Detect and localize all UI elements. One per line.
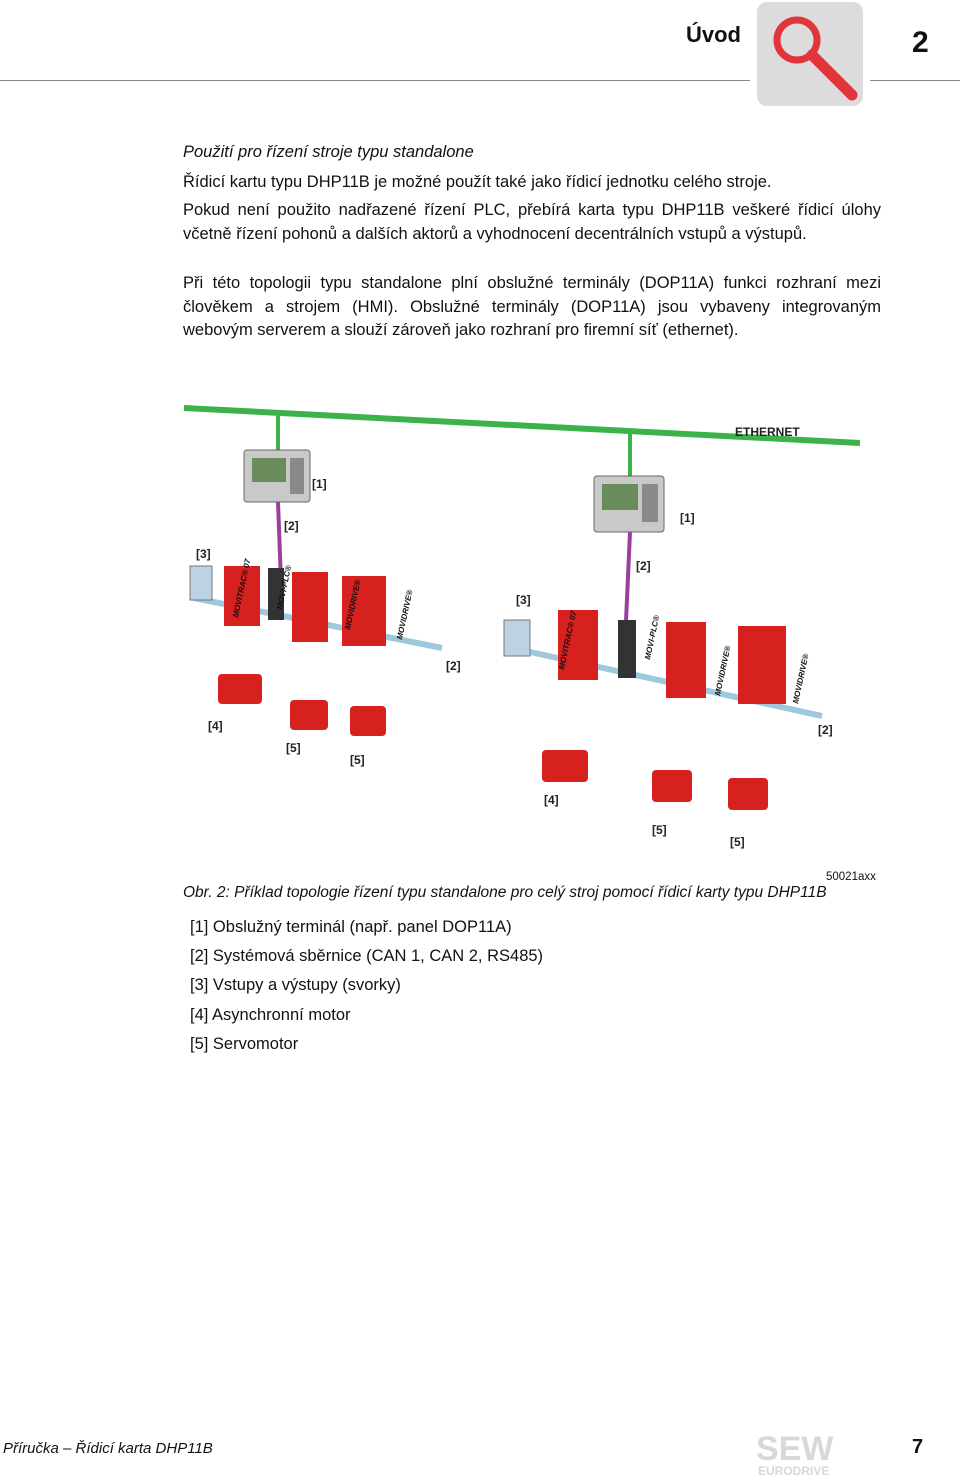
figure-id: 50021axx xyxy=(826,871,876,883)
io-terminal xyxy=(189,565,213,601)
legend-item: [5] Servomotor xyxy=(190,1035,299,1053)
svg-text:EURODRIVE: EURODRIVE xyxy=(758,1464,829,1478)
movitrac-drive xyxy=(558,610,598,680)
paragraph: Řídicí kartu typu DHP11B je možné použít… xyxy=(183,173,772,191)
servo-motor xyxy=(290,700,328,730)
io-terminal xyxy=(503,619,531,657)
callout-label: [2] xyxy=(818,723,833,737)
callout-label: [5] xyxy=(730,835,745,849)
device-label: MOVIDRIVE® xyxy=(791,653,810,705)
movitrac-drive xyxy=(224,566,260,626)
ethernet-line xyxy=(183,405,861,446)
servo-motor xyxy=(728,778,768,810)
callout-label: [1] xyxy=(680,511,695,525)
async-motor xyxy=(218,674,262,704)
callout-label: [2] xyxy=(446,659,461,673)
movidrive-unit xyxy=(342,576,386,646)
legend-item: [2] Systémová sběrnice (CAN 1, CAN 2, RS… xyxy=(190,947,544,965)
svg-text:SEW: SEW xyxy=(756,1430,834,1468)
movi-plc xyxy=(618,620,636,678)
page-number: 7 xyxy=(912,1436,924,1458)
hmi-panel xyxy=(243,449,311,503)
figure-caption: Obr. 2: Příklad topologie řízení typu st… xyxy=(183,884,827,901)
paragraph: Při této topologii typu standalone plní … xyxy=(183,274,881,339)
callout-label: [5] xyxy=(652,823,667,837)
callout-label: [4] xyxy=(544,793,559,807)
paragraph: Pokud není použito nadřazené řízení PLC,… xyxy=(183,201,881,243)
header-rule-left xyxy=(0,80,750,81)
async-motor xyxy=(542,750,588,782)
callout-label: [4] xyxy=(208,719,223,733)
device-label: MOVIDRIVE® xyxy=(713,645,732,697)
movi-plc xyxy=(268,568,284,620)
callout-label: [2] xyxy=(284,519,299,533)
callout-label: [5] xyxy=(350,753,365,767)
device-label: MOVIDRIVE® xyxy=(395,589,414,641)
header-rule-right xyxy=(870,80,960,81)
chapter-number: 2 xyxy=(912,26,929,59)
legend-item: [3] Vstupy a výstupy (svorky) xyxy=(190,976,401,994)
topology-figure: ETHERNET xyxy=(182,398,882,854)
callout-label: [3] xyxy=(196,547,211,561)
legend-item: [1] Obslužný terminál (např. panel DOP11… xyxy=(190,918,512,936)
callout-label: [3] xyxy=(516,593,531,607)
section-title: Úvod xyxy=(686,22,741,47)
servo-motor xyxy=(350,706,386,736)
device-label: MOVI-PLC® xyxy=(643,614,661,660)
movidrive-unit xyxy=(292,572,328,642)
sew-eurodrive-logo: SEW EURODRIVE xyxy=(752,1428,858,1478)
footer-text: Příručka – Řídicí karta DHP11B xyxy=(3,1440,213,1457)
servo-motor xyxy=(652,770,692,802)
movidrive-unit xyxy=(738,626,786,704)
movidrive-unit xyxy=(666,622,706,698)
ethernet-label: ETHERNET xyxy=(735,425,800,439)
callout-label: [1] xyxy=(312,477,327,491)
chapter-icon-tile xyxy=(757,2,863,106)
legend-item: [4] Asynchronní motor xyxy=(190,1006,351,1024)
magnifier-icon xyxy=(773,16,858,101)
callout-label: [2] xyxy=(636,559,651,573)
callout-label: [5] xyxy=(286,741,301,755)
hmi-panel xyxy=(593,475,665,533)
section-heading: Použití pro řízení stroje typu standalon… xyxy=(183,143,474,161)
